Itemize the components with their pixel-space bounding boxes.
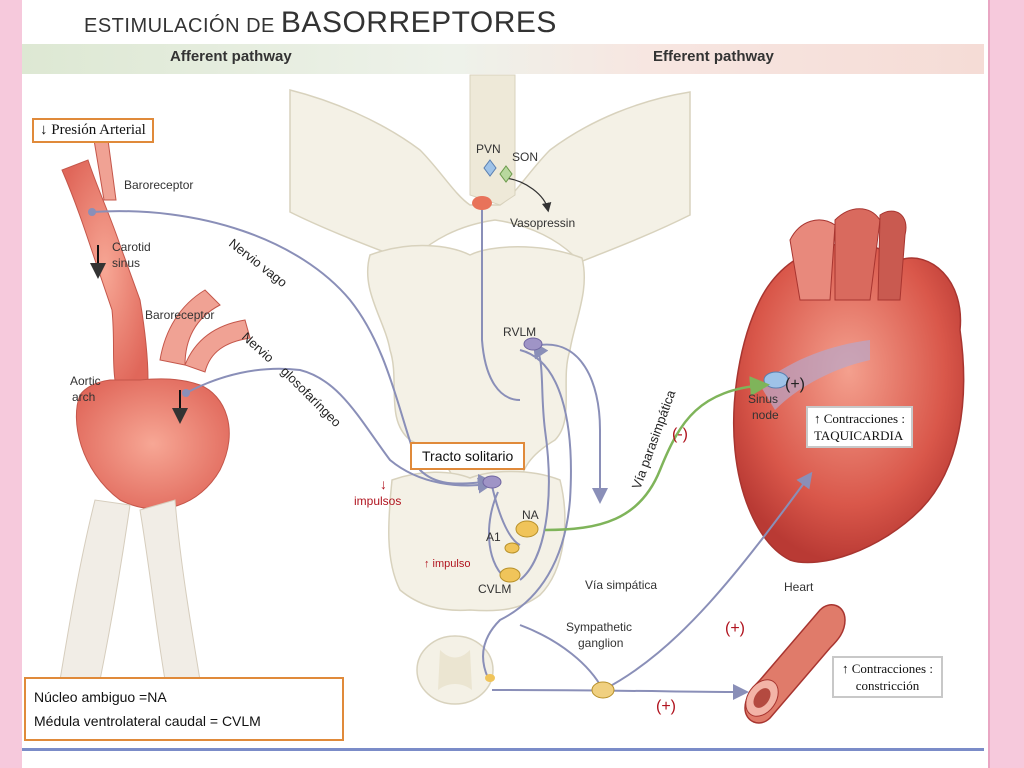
- title-prefix: ESTIMULACIÓN DE: [84, 15, 281, 37]
- sinus-node-label-1: Sinus: [748, 392, 779, 406]
- arch-label: arch: [72, 390, 96, 404]
- a1-label: A1: [486, 530, 501, 544]
- spinal-cord-section: [416, 635, 494, 705]
- heart-plus: (+): [725, 620, 745, 637]
- impulsos-label: impulsos: [354, 494, 402, 508]
- constriccion-line1: ↑ Contracciones :: [842, 661, 933, 676]
- sympathetic-label-2: ganglion: [578, 636, 624, 650]
- cvlm-dot: [499, 567, 521, 583]
- na-dot: [515, 520, 539, 538]
- na-label: NA: [522, 508, 539, 522]
- legend-cvlm: Médula ventrolateral caudal = CVLM: [34, 713, 261, 729]
- constriccion-box: ↑ Contracciones : constricción: [832, 656, 943, 698]
- carotid-label: Carotid: [112, 240, 151, 254]
- parasympathetic-line: [544, 376, 770, 532]
- nervio-label: Nervio: [239, 329, 277, 365]
- sinus-label: sinus: [112, 256, 141, 270]
- aortic-baroreceptor-dot: [182, 389, 190, 397]
- nervio-vago-label: Nervio vago: [226, 236, 290, 291]
- brainstem-section: [366, 244, 586, 612]
- a1-dot: [504, 542, 520, 554]
- heart-label: Heart: [784, 580, 814, 594]
- blood-vessel: [744, 604, 846, 724]
- impulso-label: ↑ impulso: [424, 558, 471, 570]
- vasopressin-label: Vasopressin: [510, 216, 576, 230]
- cvlm-label: CVLM: [478, 582, 512, 596]
- taquicardia-box: ↑ Contracciones : TAQUICARDIA: [806, 406, 913, 448]
- son-diamond: [499, 165, 513, 183]
- baroreceptor-label-1: Baroreceptor: [124, 178, 194, 192]
- tracto-solitario-box: Tracto solitario: [410, 442, 526, 470]
- afferent-label: Afferent pathway: [170, 48, 292, 65]
- artery-structure: [59, 139, 251, 681]
- aortic-label: Aortic: [70, 374, 101, 388]
- title-main: BASORREPTORES: [280, 6, 557, 39]
- spinal-dot: [485, 674, 495, 682]
- pathway-band: [22, 44, 984, 74]
- son-label: SON: [512, 150, 539, 164]
- baroreceptor-label-2: Baroreceptor: [145, 308, 215, 322]
- sinus-node-plus: (+): [785, 376, 805, 393]
- parasympathetic-minus: (-): [672, 426, 688, 443]
- pvn-dot: [472, 196, 492, 210]
- sinus-node-label-2: node: [752, 408, 779, 422]
- heart-illustration: [732, 208, 965, 564]
- presion-arterial-box: ↓ Presión Arterial: [32, 118, 154, 143]
- efferent-label: Efferent pathway: [653, 48, 774, 65]
- rvlm-label: RVLM: [503, 325, 537, 339]
- rvlm-dot: [523, 337, 543, 351]
- impulsos-arrow: ↓: [380, 476, 387, 492]
- ts-dot: [482, 475, 502, 489]
- pvn-label: PVN: [476, 142, 501, 156]
- ganglion-dot: [591, 681, 615, 699]
- sympathetic-label-1: Sympathetic: [566, 620, 633, 634]
- pvn-diamond: [483, 159, 497, 177]
- taquicardia-line1: ↑ Contracciones :: [814, 411, 905, 426]
- down-arrows: [90, 245, 188, 424]
- via-simpatica-label: Vía simpática: [585, 578, 658, 592]
- vasopressin-arrow: [504, 177, 552, 213]
- taquicardia-line2: TAQUICARDIA: [814, 428, 904, 443]
- right-border: [988, 0, 1024, 768]
- slide-title: ESTIMULACIÓN DE BASORREPTORES: [84, 6, 557, 40]
- nuclei: [88, 159, 615, 699]
- legend-na: Núcleo ambiguo =NA: [34, 689, 167, 705]
- legend-box: Núcleo ambiguo =NA Médula ventrolateral …: [24, 677, 344, 741]
- bottom-rule: [22, 748, 984, 751]
- carotid-baroreceptor-dot: [88, 208, 96, 216]
- pathway-lines: [91, 208, 813, 700]
- vessel-plus: (+): [656, 698, 676, 715]
- constriccion-line2: constricción: [855, 678, 920, 693]
